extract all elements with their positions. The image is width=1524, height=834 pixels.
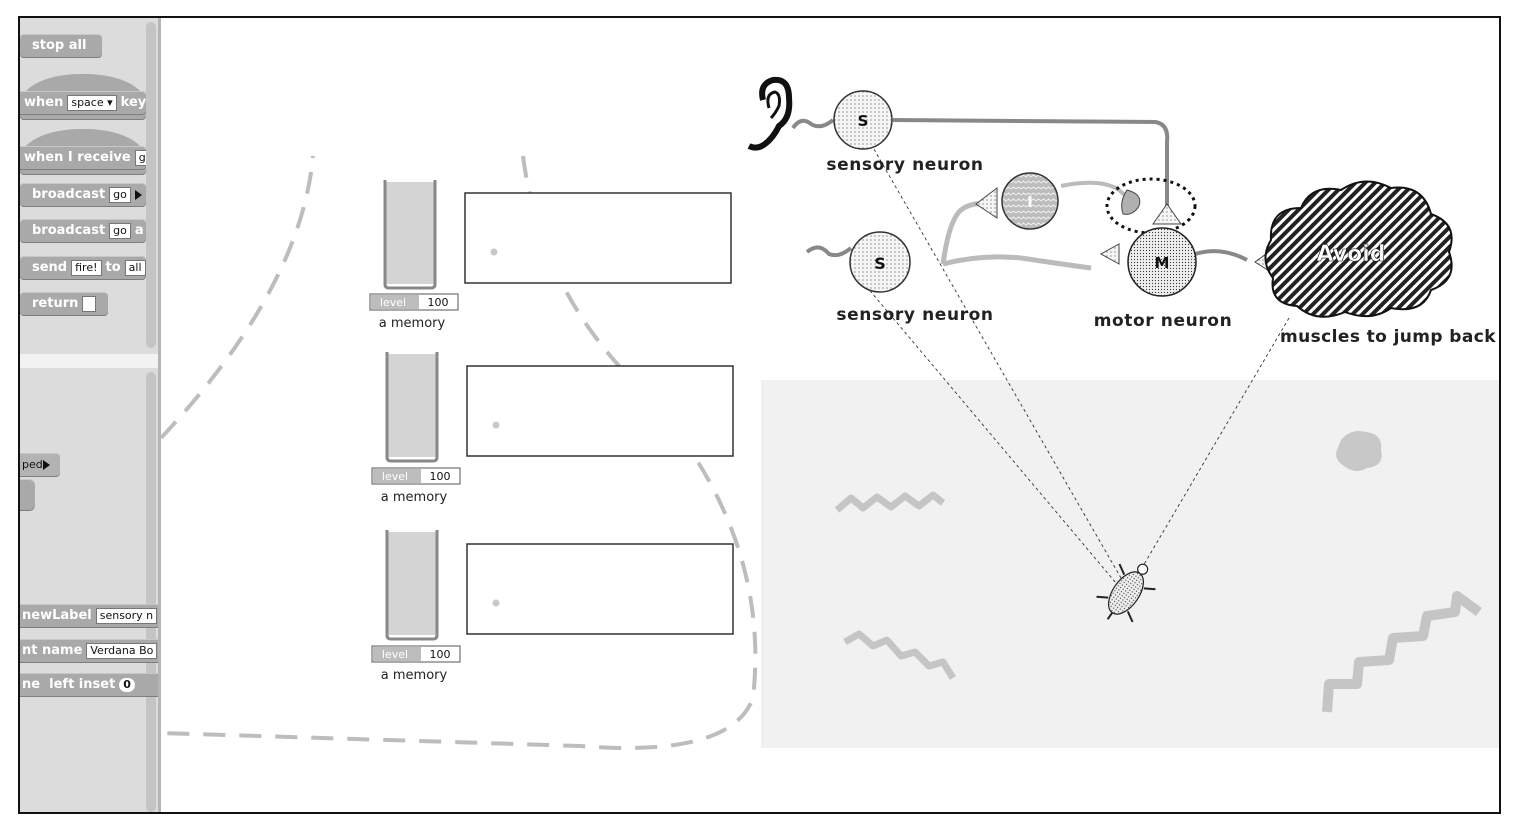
muscle-cloud[interactable]	[1264, 180, 1453, 318]
palette-scrollbar-top[interactable]	[146, 22, 156, 348]
sensory-neuron-bottom-label: sensory neuron	[836, 305, 993, 325]
sensory-neuron-top-letter: S	[858, 112, 869, 130]
memory-3-level-value: 100	[430, 648, 451, 661]
synapse-inhibitory	[1121, 189, 1141, 215]
worm-1	[834, 491, 946, 513]
sight-lines	[865, 143, 1290, 584]
motor-neuron-letter: M	[1155, 254, 1170, 272]
dashed-boundary-bottom	[160, 155, 758, 750]
memory-2-level-label: level	[382, 470, 408, 483]
sensory-neuron-bottom[interactable]	[849, 231, 911, 293]
memory-3-dot	[492, 599, 500, 607]
interneuron-letter: I	[1027, 193, 1033, 211]
interneuron[interactable]	[1001, 172, 1059, 230]
sensory-neuron-top[interactable]	[833, 90, 893, 150]
sensory-neuron-top-label: sensory neuron	[826, 155, 983, 175]
motor-neuron-label: motor neuron	[1094, 311, 1233, 331]
arena[interactable]	[761, 380, 1501, 748]
memory-1: level 100 a memory	[369, 180, 732, 331]
palette-divider	[20, 354, 160, 368]
memory-2-fill	[388, 354, 436, 457]
ear-icon	[747, 76, 793, 151]
memory-3-fill	[388, 532, 436, 635]
synapse-inter	[975, 186, 998, 219]
memory-3-label: a memory	[381, 668, 448, 683]
muscle-caption: muscles to jump back	[1280, 327, 1496, 347]
worm-2	[843, 630, 956, 680]
synapse-sensory-to-motor	[1099, 243, 1120, 265]
synapse-highlight-ring	[1105, 177, 1197, 235]
memory-3-panel[interactable]	[466, 543, 734, 635]
ped-block[interactable]: ped	[20, 453, 60, 477]
stop-all-block[interactable]: stop all	[20, 34, 102, 58]
turtle-sprite[interactable]	[1090, 553, 1164, 632]
new-label-slot[interactable]: sensory n	[95, 607, 158, 624]
memory-1-label: a memory	[379, 316, 446, 331]
worm-3	[1322, 591, 1482, 713]
memory-1-level-label: level	[380, 296, 406, 309]
return-value-slot[interactable]	[82, 295, 97, 312]
palette-scrollbar-bottom[interactable]	[146, 372, 156, 812]
memory-1-panel[interactable]	[464, 192, 732, 284]
memory-1-dot	[490, 248, 498, 256]
message-slot[interactable]: g	[134, 149, 146, 166]
sensory-neuron-bottom-letter: S	[874, 254, 886, 273]
return-block[interactable]: return	[20, 292, 108, 316]
send-message-slot[interactable]: fire!	[71, 259, 102, 276]
memory-3-beaker	[385, 530, 439, 641]
memory-1-beaker	[383, 180, 437, 290]
memory-2: level 100 a memory	[371, 352, 734, 505]
muscle-label: Avoid	[1317, 242, 1386, 267]
memory-2-beaker	[385, 352, 439, 463]
broadcast-message-slot[interactable]: go	[109, 186, 131, 203]
broadcast-wait-message-slot[interactable]: go	[109, 222, 131, 239]
font-name-slot[interactable]: Verdana Bo	[86, 642, 158, 659]
key-dropdown[interactable]: space ▾	[67, 94, 117, 111]
dashed-boundary-left	[159, 155, 315, 440]
memory-2-dot	[492, 421, 500, 429]
synapse-top	[1152, 203, 1182, 225]
ped-arrow-icon[interactable]	[42, 460, 50, 470]
memory-1-level-value: 100	[428, 296, 449, 309]
send-target-slot[interactable]: all	[124, 259, 146, 276]
food-blob	[1336, 431, 1382, 471]
reporter-block-stub[interactable]	[20, 479, 35, 511]
stage[interactable]: S sensory neuron S sensory neuron I M mo…	[158, 18, 1501, 812]
memory-3: level 100 a memory	[371, 530, 734, 683]
left-inset-slot[interactable]: 0	[119, 677, 135, 692]
memory-1-fill	[386, 182, 434, 284]
memory-2-panel[interactable]	[466, 365, 734, 457]
memory-2-level-value: 100	[430, 470, 451, 483]
memory-3-level-label: level	[382, 648, 408, 661]
motor-neuron[interactable]	[1127, 227, 1197, 297]
memory-2-label: a memory	[381, 490, 448, 505]
expand-arrow-icon[interactable]	[134, 189, 142, 200]
